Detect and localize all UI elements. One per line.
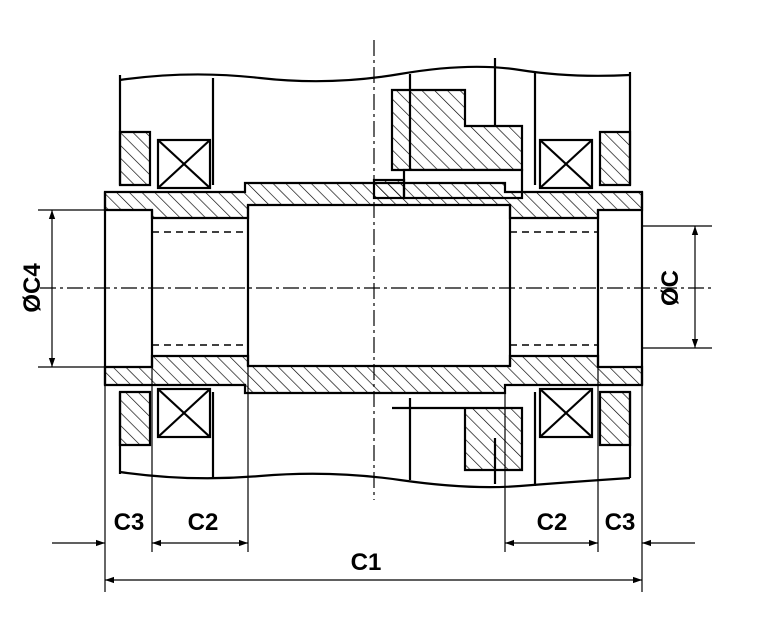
dimension-labels: C3 C2 C2 C3 C1 ØC4 ØC	[19, 263, 684, 576]
bearing-bottom-right	[538, 387, 594, 439]
label-c3-left: C3	[114, 509, 145, 536]
label-c2-left: C2	[188, 509, 219, 536]
bearing-bottom-left	[156, 387, 212, 439]
label-c3-right: C3	[605, 509, 636, 536]
extension-lines	[38, 209, 712, 592]
bearing-top-left	[156, 138, 212, 190]
bearing-top-right	[538, 138, 594, 190]
hub-section	[372, 88, 524, 472]
centerlines	[40, 40, 712, 500]
dimension-lines	[48, 210, 699, 584]
label-c1: C1	[351, 549, 382, 576]
bearings	[156, 138, 594, 439]
label-c2-right: C2	[537, 509, 568, 536]
label-dia-c4: ØC4	[19, 263, 46, 313]
bearing-housing-rings	[118, 130, 632, 447]
label-dia-c: ØC	[657, 270, 684, 306]
